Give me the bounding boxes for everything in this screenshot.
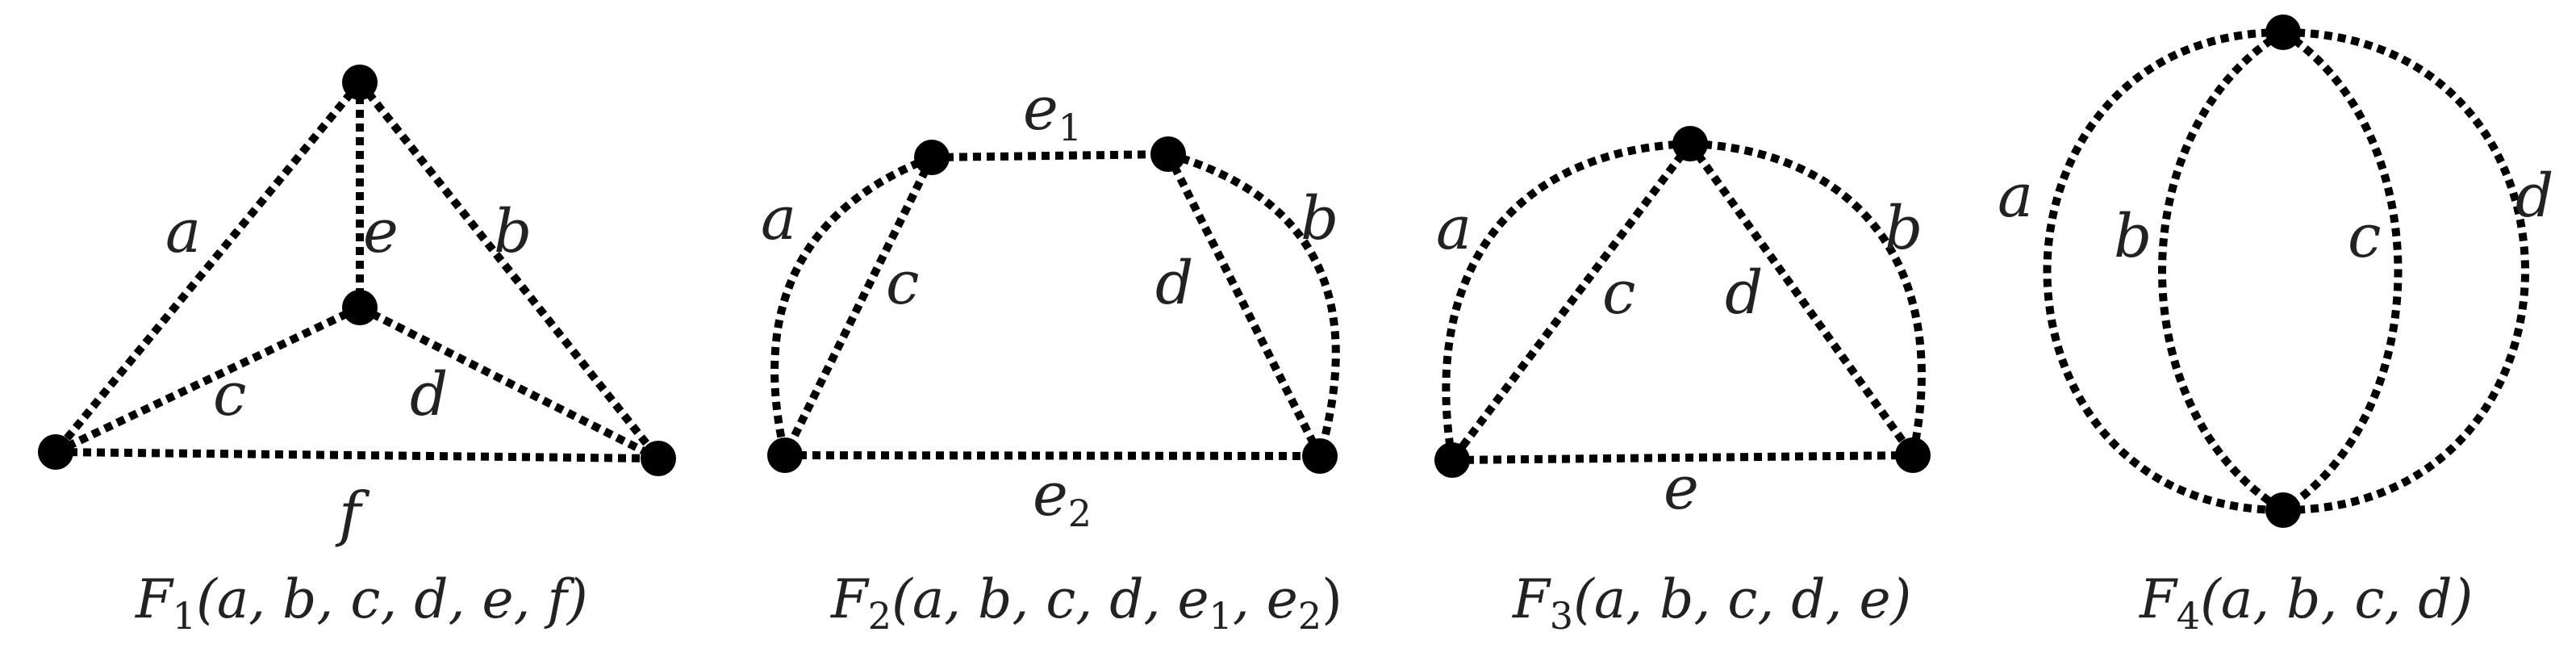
f2-label-d: d [1155, 249, 1193, 318]
f3-label-d: d [1725, 258, 1763, 328]
f1-edge-a [52, 79, 363, 455]
f3-edge-c [1449, 140, 1693, 463]
figure-f1: a b e c d f F1(a, b, c, d, e, f) [38, 65, 676, 638]
f3-label-a: a [1436, 194, 1472, 263]
f1-vertex-left [38, 434, 73, 470]
f1-vertex-top [342, 65, 378, 100]
f2-caption: F2(a, b, c, d, e1, e2) [830, 568, 1342, 638]
f4-label-c: c [2348, 202, 2381, 271]
f4-label-b: b [2114, 202, 2152, 271]
f3-vertex-right [1895, 437, 1931, 473]
f1-edge-c [53, 303, 362, 456]
f4-vertex-bottom [2265, 492, 2301, 528]
f1-label-f: f [335, 479, 370, 549]
f4-vertex-top [2265, 15, 2301, 50]
f1-label-e: e [363, 197, 399, 266]
figure-f4: a b c d F4(a, b, c, d) [1998, 15, 2553, 638]
f1-vertex-right [641, 441, 676, 476]
f2-edge-e2 [784, 451, 1321, 460]
f1-label-a: a [165, 197, 201, 266]
f4-edge-c [2281, 28, 2403, 514]
f2-vertex-bottom-left [767, 437, 803, 473]
f4-label-d: d [2515, 161, 2553, 231]
f4-edge-d [2282, 28, 2529, 514]
f2-edge-e1 [931, 150, 1169, 161]
f2-vertex-top-right [1150, 136, 1186, 172]
f4-edge-b [2158, 28, 2286, 514]
figure-f3: a b c d e F3(a, b, c, d, e) [1434, 126, 1931, 638]
f1-label-b: b [494, 197, 532, 266]
f2-edge-a [770, 153, 933, 457]
figure-f2: e1 a b c d e2 F2(a, b, c, d, e1, e2) [761, 74, 1342, 638]
f1-vertex-center [342, 290, 378, 325]
f2-label-e2: e2 [1033, 460, 1092, 535]
f3-label-e: e [1664, 454, 1699, 523]
f3-vertex-left [1434, 442, 1470, 478]
f2-label-b: b [1301, 184, 1338, 253]
f1-caption: F1(a, b, c, d, e, f) [135, 568, 588, 638]
f3-caption: F3(a, b, c, d, e) [1512, 568, 1911, 638]
f3-edge-d [1686, 141, 1917, 458]
f2-label-e1: e1 [1023, 74, 1082, 149]
f3-label-b: b [1885, 194, 1923, 263]
f3-label-c: c [1602, 258, 1635, 328]
f1-label-c: c [213, 360, 246, 429]
f1-edge-b [357, 79, 662, 462]
f4-label-a: a [1998, 161, 2033, 231]
f1-edge-d [357, 303, 661, 463]
f1-label-d: d [410, 360, 448, 429]
f2-label-a: a [761, 184, 796, 253]
f2-vertex-bottom-right [1302, 438, 1338, 474]
f2-label-c: c [886, 249, 919, 318]
f2-vertex-top-left [914, 140, 950, 175]
f4-caption: F4(a, b, c, d) [2139, 568, 2473, 638]
f3-vertex-top [1672, 126, 1708, 161]
f2-edge-b [1167, 150, 1340, 458]
f2-edge-d [1164, 152, 1324, 458]
f3-edge-b [1689, 140, 1926, 457]
f4-edge-a [2043, 28, 2284, 514]
f3-edge-a [1442, 140, 1691, 461]
f1-edge-f [55, 448, 659, 463]
f2-edge-c [781, 155, 936, 458]
